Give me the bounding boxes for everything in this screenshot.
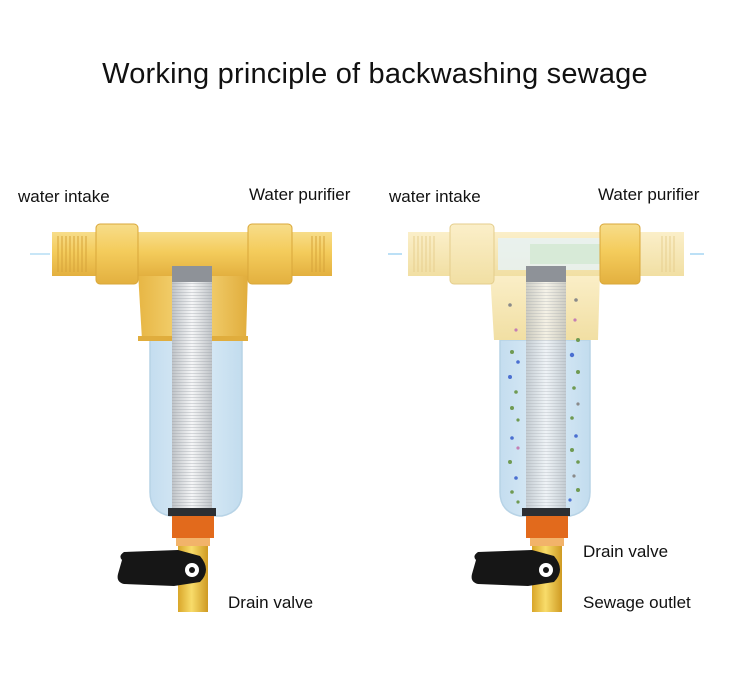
right-water-purifier-label: Water purifier: [598, 185, 700, 204]
left-valve-body: [172, 516, 214, 538]
right-sewage-outlet-label: Sewage outlet: [583, 593, 691, 612]
right-drain-handle-icon: [471, 550, 560, 586]
left-cartridge-cap: [172, 266, 212, 282]
right-drain-valve-label: Drain valve: [583, 542, 669, 561]
left-water-intake-label: water intake: [18, 187, 110, 206]
right-cartridge-cap: [526, 266, 566, 282]
right-water-intake-label: water intake: [389, 187, 481, 206]
diagram-title: Working principle of backwashing sewage: [102, 58, 648, 90]
right-valve-body: [526, 516, 568, 538]
left-drain-valve-label: Drain valve: [228, 593, 314, 612]
left-drain-handle-icon: [117, 550, 206, 586]
left-water-purifier-label: Water purifier: [249, 185, 351, 204]
right-sediment-particles: [508, 298, 580, 504]
right-filter: [388, 223, 704, 612]
left-filter: [30, 223, 332, 612]
